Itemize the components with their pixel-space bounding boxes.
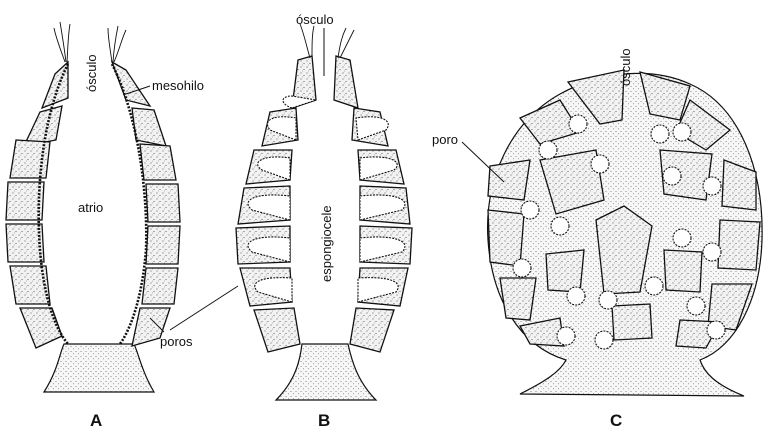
- panel-c-choanocyte-chambers: [512, 114, 726, 350]
- panel-a-left-wall: [5, 60, 69, 349]
- panel-a-osculo-label: ósculo: [84, 54, 99, 92]
- panel-b-radial-canals: [247, 95, 406, 303]
- panel-b-base: [274, 343, 378, 401]
- panel-b-syconoid: ósculo espongiocele B: [235, 12, 413, 430]
- panel-a-asconoid: ósculo mesohilo atrio A: [5, 21, 204, 430]
- panel-a-letter: A: [90, 411, 102, 430]
- panel-a-base: [42, 343, 156, 393]
- panel-a-mesohilo-leader: [125, 85, 151, 95]
- poros-label: poros: [160, 334, 193, 349]
- poros-callout: poros: [149, 285, 239, 349]
- panel-a-osculum-flagella: [53, 21, 127, 63]
- panel-c-leuconoid: ósculo poro C: [432, 48, 763, 430]
- panel-c-poro-label: poro: [432, 132, 458, 147]
- panel-a-choanocyte-lining: [37, 63, 148, 345]
- panel-a-mesohilo-label: mesohilo: [152, 78, 204, 93]
- panel-a-right-wall: [110, 60, 181, 347]
- panel-c-tissue: [487, 69, 761, 349]
- panel-c-poro-leader: [461, 141, 505, 183]
- panel-b-espongiocele-label: espongiocele: [319, 205, 334, 282]
- poros-leader-a: [149, 317, 165, 333]
- panel-c-letter: C: [610, 411, 622, 430]
- panel-b-letter: B: [318, 411, 330, 430]
- panel-b-osculum-flagella: [299, 23, 355, 59]
- panel-c-osculo-label: ósculo: [618, 48, 633, 86]
- panel-a-atrio-label: atrio: [78, 200, 103, 215]
- poros-leader-b: [169, 285, 239, 331]
- panel-b-osculo-label: ósculo: [296, 12, 334, 27]
